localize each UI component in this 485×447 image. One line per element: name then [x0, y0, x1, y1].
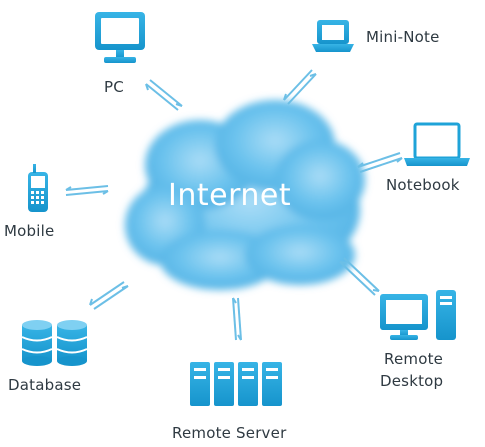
server-rack-icon [190, 362, 282, 406]
desktop-monitor-icon [95, 12, 145, 63]
internet-label: Internet [168, 178, 292, 213]
arrow-mobile [65, 185, 109, 196]
laptop-icon [404, 122, 470, 166]
node-label-mini-note: Mini-Note [366, 28, 440, 46]
connection-arrows [65, 69, 403, 341]
arrow-pc [145, 79, 183, 111]
database-icon [21, 320, 88, 366]
node-label-remote-desktop-line1: Remote [384, 350, 444, 368]
arrow-mini-note [283, 69, 317, 105]
mobile-phone-icon [28, 164, 48, 212]
internet-cloud [125, 100, 365, 290]
mini-laptop-icon [312, 20, 354, 52]
node-label-pc: PC [104, 78, 124, 96]
node-label-remote-server: Remote Server [172, 424, 287, 442]
node-label-notebook: Notebook [386, 176, 460, 194]
arrow-notebook [357, 152, 403, 173]
node-label-remote-desktop-line2: Desktop [380, 372, 444, 390]
node-label-database: Database [8, 376, 82, 394]
arrow-database [89, 281, 129, 310]
desktop-tower-icon [380, 290, 456, 340]
node-label-mobile: Mobile [4, 222, 55, 240]
arrow-remote-server [232, 297, 242, 341]
arrow-remote-desktop [339, 257, 380, 296]
